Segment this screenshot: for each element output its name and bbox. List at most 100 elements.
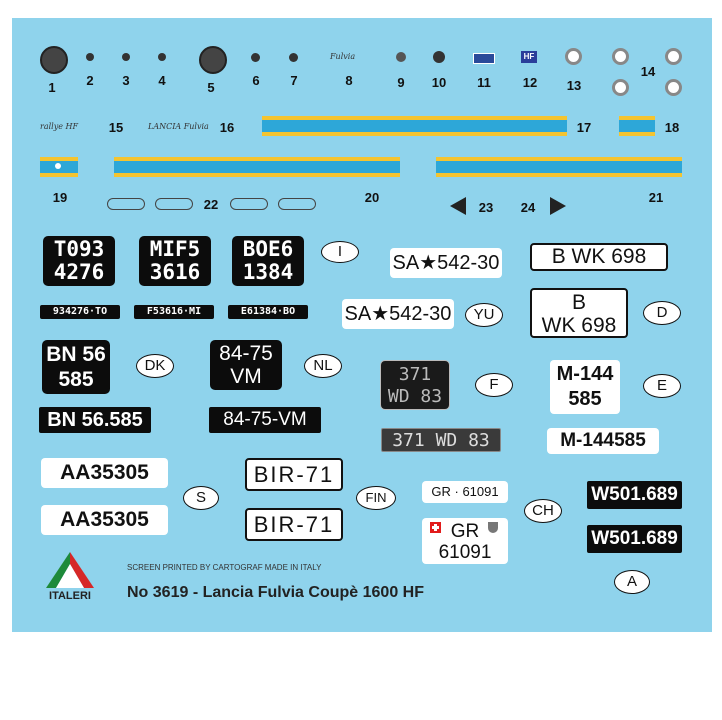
plate-line: VM <box>230 365 262 388</box>
decal-number: 16 <box>219 120 235 135</box>
nl-plate-1: 84-75 VM <box>210 340 282 390</box>
a-plate-2: W501.689 <box>587 525 682 553</box>
yu-plate-2: SA★542-30 <box>342 299 454 329</box>
plate-line: WK 698 <box>541 314 617 337</box>
badge-2-icon <box>86 53 94 61</box>
country-oval-nl: NL <box>304 354 342 378</box>
decal-number: 17 <box>576 120 592 135</box>
dk-plate-2: BN 56.585 <box>39 407 151 433</box>
decal-number: 19 <box>52 190 68 205</box>
pill-decal <box>278 198 316 210</box>
italeri-logo: ITALERI <box>42 550 98 606</box>
dk-plate-1: BN 56 585 <box>42 340 110 394</box>
plate-line: B <box>571 291 586 314</box>
d-plate-2: B WK 698 <box>530 288 628 338</box>
decal-number: 15 <box>108 120 124 135</box>
decal-number: 22 <box>203 197 219 212</box>
pill-decal <box>230 198 268 210</box>
badge-14d-icon <box>665 79 682 96</box>
decal-number: 4 <box>158 73 166 88</box>
italy-plate-1: T093 4276 <box>43 236 115 286</box>
italy-small-plate-1: 934276·TO <box>40 305 120 319</box>
stripe-19-dot <box>55 163 61 169</box>
italy-small-plate-3: E61384·BO <box>228 305 308 319</box>
e-plate-1: M-144 585 <box>550 360 620 414</box>
plate-line: GR <box>450 521 480 542</box>
decal-number: 10 <box>431 75 447 90</box>
stripe-20 <box>114 157 400 177</box>
badge-3-icon <box>122 53 130 61</box>
e-plate-2: M-144585 <box>547 428 659 454</box>
plate-line: BOE6 <box>242 237 294 261</box>
plate-line: 585 <box>568 388 602 410</box>
f-plate-2: 371 WD 83 <box>381 428 501 452</box>
badge-12-tag: HF <box>521 51 537 63</box>
canton-shield-icon <box>488 522 498 533</box>
country-oval-i: I <box>321 241 359 263</box>
country-oval-a: A <box>614 570 650 594</box>
country-oval-fin: FIN <box>356 486 396 510</box>
badge-14c-icon <box>612 79 629 96</box>
badge-10-icon <box>433 51 445 63</box>
country-oval-yu: YU <box>465 303 503 327</box>
decal-number: 9 <box>397 75 405 90</box>
s-plate-2: AA35305 <box>41 505 168 535</box>
italeri-logo-icon <box>46 552 94 588</box>
decal-number: 5 <box>207 80 215 95</box>
decal-number: 3 <box>122 73 130 88</box>
d-plate-1: B WK 698 <box>530 243 668 271</box>
decal-number: 14 <box>640 64 656 79</box>
stripe-21 <box>436 157 682 177</box>
stripe-17 <box>262 116 567 136</box>
decal-number: 11 <box>477 75 491 90</box>
country-oval-e: E <box>643 374 681 398</box>
decal-sheet: Fulvia HF 1 2 3 4 5 6 7 8 9 10 11 12 13 … <box>12 18 712 632</box>
pill-decal <box>155 198 193 210</box>
badge-14b-icon <box>665 48 682 65</box>
country-oval-ch: CH <box>524 499 562 523</box>
country-oval-f: F <box>475 373 513 397</box>
plate-line: 61091 <box>438 542 492 563</box>
badge-13-icon <box>565 48 582 65</box>
arrow-left-icon <box>450 197 466 215</box>
fulvia-script-8: Fulvia <box>330 52 356 61</box>
italeri-logo-text: ITALERI <box>49 590 91 602</box>
fin-plate-1: BIR-71 <box>245 458 343 491</box>
swiss-cross-h <box>432 526 439 529</box>
plate-line: WD 83 <box>387 386 443 407</box>
italy-plate-3: BOE6 1384 <box>232 236 304 286</box>
decal-number: 6 <box>252 73 260 88</box>
badge-14a-icon <box>612 48 629 65</box>
pill-decal <box>107 198 145 210</box>
f-plate-1: 371 WD 83 <box>380 360 450 410</box>
plate-line: 4276 <box>53 260 105 284</box>
decal-number: 23 <box>478 200 494 215</box>
decal-number: 18 <box>664 120 680 135</box>
sheet-title: No 3619 - Lancia Fulvia Coupè 1600 HF <box>127 584 424 601</box>
italy-small-plate-2: F53616·MI <box>134 305 214 319</box>
badge-5-icon <box>199 46 227 74</box>
country-oval-s: S <box>183 486 219 510</box>
plate-line: 84-75 <box>219 342 273 365</box>
plate-line: 585 <box>58 368 94 391</box>
stripe-18 <box>619 116 655 136</box>
arrow-right-icon <box>550 197 566 215</box>
decal-number: 21 <box>648 190 664 205</box>
fin-plate-2: BIR-71 <box>245 508 343 541</box>
decal-number: 12 <box>522 75 538 90</box>
decal-number: 1 <box>48 80 56 95</box>
plate-line: MIF5 <box>149 237 201 261</box>
decal-number: 13 <box>566 78 582 93</box>
badge-1-icon <box>40 46 68 74</box>
badge-9-icon <box>396 52 406 62</box>
plate-line: T093 <box>53 237 105 261</box>
decal-number: 2 <box>86 73 94 88</box>
plate-line: 371 <box>398 364 432 385</box>
decal-number: 8 <box>345 73 353 88</box>
country-oval-d: D <box>643 301 681 325</box>
lancia-fulvia-script: LANCIA Fulvia <box>148 122 209 131</box>
plate-line: BN 56 <box>46 343 106 366</box>
country-oval-dk: DK <box>136 354 174 378</box>
printed-by-text: SCREEN PRINTED BY CARTOGRAF MADE IN ITAL… <box>127 563 322 572</box>
ch-plate-1: GR · 61091 <box>422 481 508 503</box>
